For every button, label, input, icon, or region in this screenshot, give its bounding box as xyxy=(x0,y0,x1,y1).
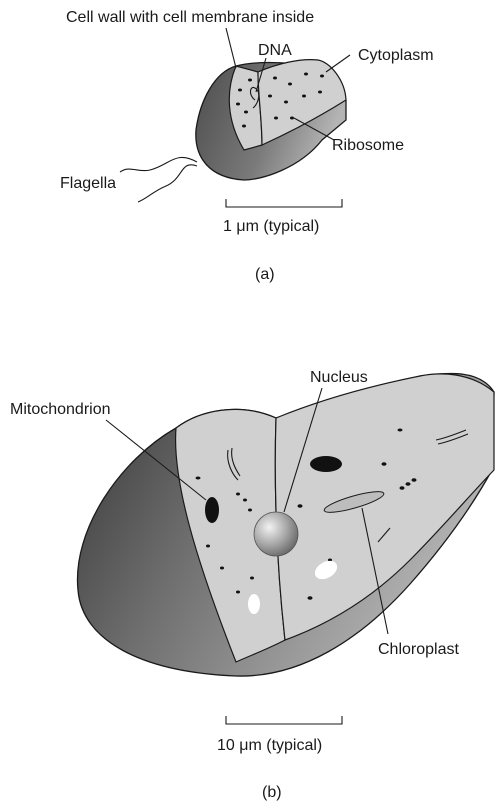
ribosome-dot xyxy=(302,95,306,98)
organelle-dot xyxy=(196,477,201,480)
label-dna: DNA xyxy=(258,42,292,59)
ribosome-dot xyxy=(274,117,278,120)
vacuole xyxy=(248,594,260,614)
ribosome-dot xyxy=(244,111,248,114)
scale-label-b: 10 μm (typical) xyxy=(217,737,322,754)
scale-bar-a xyxy=(226,199,342,207)
organelle-dot xyxy=(236,493,240,496)
organelle-dot xyxy=(406,482,411,486)
organelle-dot xyxy=(220,567,224,570)
leader-cytoplasm xyxy=(326,55,350,72)
ribosome-dot xyxy=(288,83,292,86)
leader-cell-wall xyxy=(226,28,236,68)
eukaryote-figure: Nucleus Mitochondrion Chloroplast 10 μm … xyxy=(10,369,494,801)
prokaryote-figure: Cell wall with cell membrane inside DNA … xyxy=(60,9,434,283)
flagellum-upper xyxy=(120,157,197,172)
organelle-dot xyxy=(298,504,303,508)
label-nucleus: Nucleus xyxy=(310,369,368,386)
label-ribosome: Ribosome xyxy=(332,137,404,154)
ribosome-dot xyxy=(273,77,277,80)
ribosome-dot xyxy=(290,117,294,120)
label-cell-wall: Cell wall with cell membrane inside xyxy=(66,9,314,26)
mitochondrion-large xyxy=(205,497,219,523)
caption-a: (a) xyxy=(255,266,275,283)
mitochondrion-top xyxy=(310,456,342,472)
scale-label-a: 1 μm (typical) xyxy=(223,218,319,235)
organelle-dot xyxy=(398,429,403,432)
ribosome-dot xyxy=(238,89,242,92)
ribosome-dot xyxy=(284,101,288,104)
ribosome-dot xyxy=(304,73,308,76)
organelle-dot xyxy=(412,478,417,482)
ribosome-dot xyxy=(248,79,252,82)
ribosome-dot xyxy=(236,103,240,106)
label-cytoplasm: Cytoplasm xyxy=(358,47,434,64)
ribosome-dot xyxy=(242,125,246,128)
ribosome-dot xyxy=(268,95,272,98)
organelle-dot xyxy=(236,591,240,594)
label-flagella: Flagella xyxy=(60,175,116,192)
organelle-dot xyxy=(382,462,387,466)
nucleus xyxy=(254,512,298,556)
ribosome-dot xyxy=(320,75,324,78)
scale-bar-b xyxy=(226,716,342,724)
organelle-dot xyxy=(250,577,254,580)
organelle-dot xyxy=(308,596,313,600)
organelle-dot xyxy=(248,509,252,512)
caption-b: (b) xyxy=(262,784,282,801)
ribosome-dot xyxy=(318,91,322,94)
organelle-dot xyxy=(206,545,210,548)
organelle-dot xyxy=(400,486,405,490)
label-chloroplast: Chloroplast xyxy=(378,641,459,658)
organelle-dot xyxy=(243,499,247,502)
label-mitochondrion: Mitochondrion xyxy=(10,401,111,418)
